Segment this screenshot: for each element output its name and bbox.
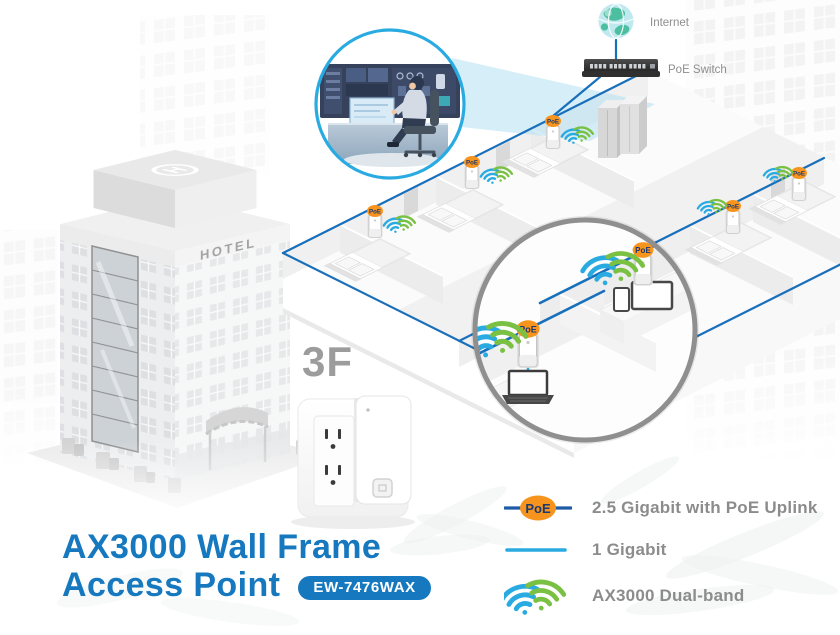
tablet [613, 287, 630, 312]
legend-label-poe-uplink: 2.5 Gigabit with PoE Uplink [592, 498, 818, 517]
server-cabinet [598, 96, 647, 158]
product-title: AX3000 Wall Frame Access Point EW-7476WA… [62, 528, 431, 604]
hotel-elevator-shaft [91, 245, 139, 453]
wall-frame-access-point [354, 395, 412, 505]
legend-row-one-gigabit: 1 Gigabit [504, 532, 817, 568]
internet-label: Internet [650, 17, 690, 29]
monitoring-room-circle [314, 28, 466, 180]
legend-row-poe-uplink: PoE 2.5 Gigabit with PoE Uplink [504, 490, 817, 526]
svg-text:PoE: PoE [525, 501, 551, 516]
ethernet-port [372, 478, 393, 498]
power-outlet [325, 429, 341, 485]
product-title-line2: Access Point [62, 566, 281, 604]
monitor [630, 280, 674, 311]
legend-label-dual-band: AX3000 Dual-band [592, 586, 745, 605]
wall-outlet-product [291, 395, 415, 529]
laptop [502, 369, 554, 404]
poe-uplink-icon: PoE [504, 494, 572, 522]
poe-switch [582, 59, 660, 77]
legend-label-one-gigabit: 1 Gigabit [592, 540, 667, 559]
hotel-building: H HOTEL [20, 149, 350, 520]
model-badge: EW-7476WAX [298, 576, 431, 600]
status-led [366, 408, 370, 412]
background-foliage [56, 456, 839, 626]
poe-switch-label: PoE Switch [668, 64, 727, 76]
dual-band-wifi-icon [504, 574, 572, 618]
floor-label: 3F [302, 338, 353, 385]
product-title-line1: AX3000 Wall Frame [62, 528, 382, 566]
internet-globe-icon [598, 3, 634, 39]
one-gigabit-line-icon [504, 545, 572, 555]
background-buildings [0, 0, 840, 465]
helipad-letter: H [157, 166, 194, 175]
legend-row-dual-band: AX3000 Dual-band [504, 574, 817, 618]
legend: PoE 2.5 Gigabit with PoE Uplink 1 Gigabi… [504, 490, 817, 624]
